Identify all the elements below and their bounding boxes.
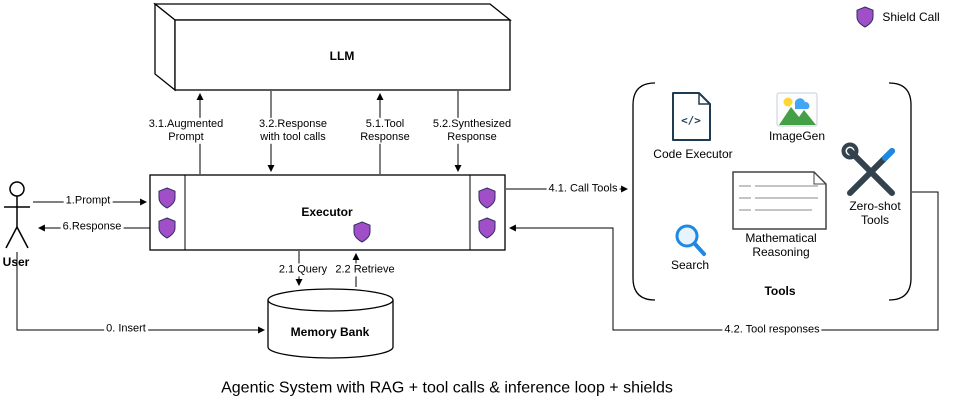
edge-label-response-with-tool-calls: 3.2.Response with tool calls	[257, 117, 329, 145]
llm-label: LLM	[329, 48, 355, 63]
legend-shield-call-label: Shield Call	[882, 9, 940, 24]
zero-shot-tools-label: Zero-shot Tools	[849, 199, 901, 227]
search-label: Search	[670, 258, 710, 273]
edge-label-synthesized-response: 5.2.Synthesized Response	[430, 117, 514, 145]
edge-label-response: 6.Response	[60, 220, 124, 234]
edge-label-augmented-prompt: 3.1.Augmented Prompt	[146, 117, 226, 145]
edge-label-insert: 0. Insert	[104, 322, 148, 336]
imagegen-icon	[776, 92, 818, 127]
edge-insert	[16, 252, 266, 334]
search-icon	[675, 224, 706, 256]
memory-bank-label: Memory Bank	[290, 324, 370, 339]
shield-call-legend-icon	[856, 6, 874, 28]
edge-label-tool-responses: 4.2. Tool responses	[722, 323, 822, 337]
edge-label-call-tools: 4.1. Call Tools	[546, 182, 620, 196]
executor-node	[149, 174, 506, 251]
executor-label: Executor	[301, 204, 353, 219]
user-figure	[4, 181, 30, 249]
imagegen-label: ImageGen	[768, 129, 826, 144]
memory-bank-node	[267, 288, 394, 359]
edge-label-query: 2.1 Query	[276, 263, 330, 277]
zero-shot-tools-icon	[841, 142, 895, 196]
edge-label-prompt: 1.Prompt	[63, 194, 113, 208]
edge-label-retrieve: 2.2 Retrieve	[333, 263, 397, 277]
edge-label-tool-response: 5.1.Tool Response	[358, 117, 412, 145]
math-reasoning-icon	[732, 171, 827, 230]
tools-group-label: Tools	[764, 283, 796, 298]
code-executor-icon: </>	[672, 92, 711, 141]
llm-node	[153, 2, 512, 92]
tools-bracket-right	[888, 82, 912, 301]
code-glyph: </>	[681, 114, 701, 127]
user-label: User	[2, 254, 30, 269]
tools-bracket-left	[632, 82, 656, 301]
code-executor-label: Code Executor	[653, 147, 733, 162]
diagram-title: Agentic System with RAG + tool calls & i…	[221, 379, 673, 397]
math-reasoning-label: Mathematical Reasoning	[745, 231, 817, 259]
